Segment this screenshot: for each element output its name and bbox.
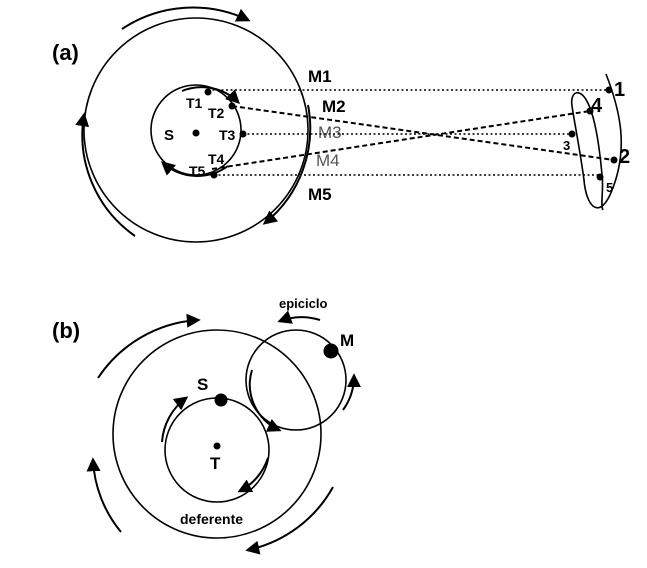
sight-line-4 xyxy=(211,110,591,170)
earth-label-t4: T4 xyxy=(208,151,225,167)
earth-label-t5: T5 xyxy=(189,163,206,179)
mars-label-m5: M5 xyxy=(308,185,332,204)
epicycle-arrow-left xyxy=(248,369,282,432)
apparent-label-1: 1 xyxy=(614,79,625,101)
mars-label-m2: M2 xyxy=(322,97,346,116)
mars-orbit xyxy=(83,17,309,243)
apparent-position-2 xyxy=(610,156,618,164)
sun-orbit-circle xyxy=(164,397,270,503)
deferent-arrow-top-left xyxy=(97,313,201,379)
earth-label-t1: T1 xyxy=(186,95,203,111)
mars-label-m3: M3 xyxy=(318,123,342,142)
panel-a: (a) S T1 T2 T3 T4 T5 M1 M2 M3 M4 M5 xyxy=(52,6,630,243)
apparent-retrograde-loop xyxy=(570,73,623,211)
deferent-arrow-left xyxy=(86,457,122,533)
panel-b-label: (b) xyxy=(52,318,80,343)
epicycle-label: epiciclo xyxy=(279,296,327,311)
outer-orbit-arrow-left xyxy=(75,112,136,237)
earth-label-t3: T3 xyxy=(219,127,236,143)
outer-orbit-arrow-right xyxy=(262,104,312,225)
deferent-label: deferente xyxy=(180,511,243,527)
panel-b: (b) epiciclo M S T deferente xyxy=(52,296,361,555)
deferent-circle xyxy=(112,329,322,539)
sun-label-b: S xyxy=(197,375,208,394)
earth-label-b: T xyxy=(210,454,221,473)
apparent-label-3: 3 xyxy=(563,138,570,153)
sun-orbit-arrow-right xyxy=(237,457,269,493)
apparent-position-3 xyxy=(568,130,576,138)
apparent-position-4 xyxy=(586,107,594,115)
earth-label-t2: T2 xyxy=(208,105,225,121)
inner-orbit-arrow-bottom xyxy=(160,161,229,177)
mars-body xyxy=(323,343,339,359)
epicycle-arrow-right xyxy=(342,373,361,411)
apparent-position-1 xyxy=(605,86,613,94)
mars-label-m4: M4 xyxy=(316,151,340,170)
sun-label: S xyxy=(164,127,174,144)
outer-orbit-arrow-top xyxy=(121,6,251,30)
apparent-label-5: 5 xyxy=(606,180,613,195)
sun-body xyxy=(214,393,228,407)
sight-line-2 xyxy=(231,105,615,161)
sun-dot xyxy=(192,129,200,137)
earth-body xyxy=(213,442,221,450)
sun-orbit-arrow-left xyxy=(161,396,189,443)
deferent-arrow-bottom-right xyxy=(245,486,334,555)
epicycle-circle xyxy=(245,329,347,431)
panel-a-label: (a) xyxy=(52,40,79,65)
inner-orbit-arrow-top xyxy=(181,86,241,104)
apparent-position-5 xyxy=(596,173,604,181)
mars-label: M xyxy=(340,331,354,350)
apparent-label-4: 4 xyxy=(591,95,603,117)
apparent-label-2: 2 xyxy=(619,146,630,168)
epicycle-arrow-top xyxy=(277,310,321,324)
mars-label-m1: M1 xyxy=(308,67,332,86)
